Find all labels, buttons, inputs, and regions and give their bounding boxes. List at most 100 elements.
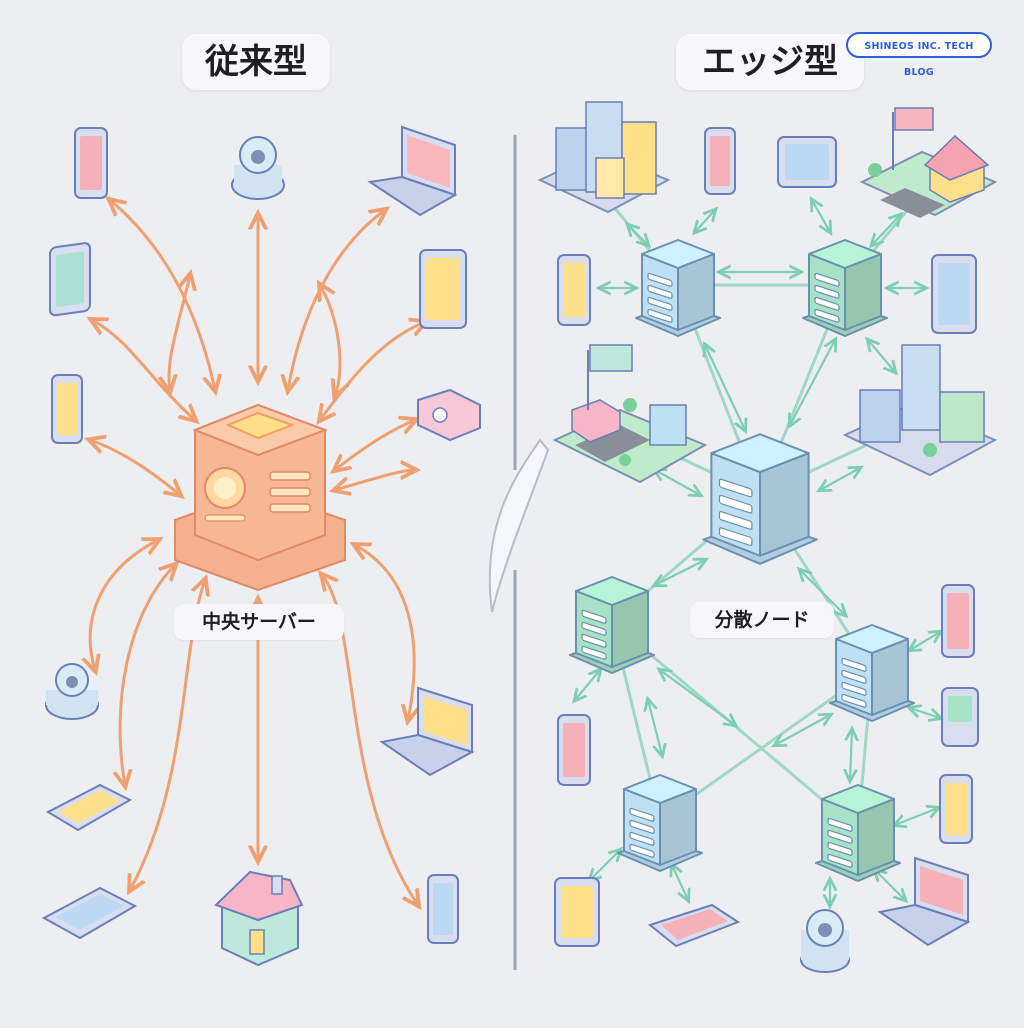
handheld-device-icon [941,687,979,747]
server-node-icon [829,624,915,722]
data-arrow [895,808,938,825]
panel-divider [488,135,550,970]
smartphone-icon [941,584,975,658]
blog-badge: SHINEOS INC. TECH BLOG [846,32,992,78]
smartphone-icon [557,254,591,326]
connection-arrow [355,545,414,720]
data-arrow [775,715,830,745]
data-arrow [820,468,860,490]
drive-slot [718,478,753,498]
city-block-icon [537,101,671,214]
laptop-icon [379,686,475,777]
data-arrow [910,708,940,718]
server-node-icon [802,239,888,337]
data-arrow [695,210,715,232]
smartphone-icon [51,374,83,444]
data-arrow [628,225,648,245]
server-node-icon [569,576,655,674]
connection-arrow [335,470,415,490]
drive-slot [814,308,840,323]
tablet-icon [931,254,977,334]
central-connection-arrows [90,200,425,905]
data-arrow [800,570,845,615]
drive-slot [647,284,673,299]
drive-slot [827,841,853,856]
security-camera-icon [231,136,285,200]
connection-arrow [288,210,385,390]
tablet-icon [647,903,741,948]
data-arrow [705,345,745,430]
data-arrow [660,670,735,725]
drive-slot [629,819,655,834]
connection-arrow [120,565,175,785]
drive-slot [814,296,840,311]
server-node-icon [702,433,818,565]
distributed-node-label: 分散ノード [690,602,834,638]
drive-slot [841,681,867,696]
drive-slot [647,272,673,287]
connection-arrow [320,285,340,395]
drive-slot [718,527,753,547]
drive-slot [718,494,753,514]
data-arrow [872,215,900,245]
smartphone-icon [939,774,973,844]
drive-slot [629,843,655,858]
tablet-icon [41,886,138,940]
server-node-icon [617,774,703,872]
drive-slot [718,511,753,530]
drive-slot [827,817,853,832]
edge-server-nodes [569,239,915,882]
drive-slot [629,807,655,822]
edge-data-arrows [575,200,940,905]
drive-slot [581,633,607,648]
drive-slot [814,272,840,287]
connection-arrow [320,322,425,420]
server-node-icon [635,239,721,337]
drive-slot [629,831,655,846]
connection-arrow [90,540,158,670]
data-arrow [575,670,600,700]
park-block-icon [552,344,708,484]
connection-arrow [90,440,180,495]
tablet-icon [554,877,600,947]
data-arrow [655,470,700,495]
smartphone-icon [557,714,591,786]
smartphone-icon [427,874,459,944]
tablet-icon [419,249,467,329]
data-arrow [868,340,895,372]
drive-slot [647,296,673,311]
city-block-icon [842,344,998,477]
data-arrow [655,560,705,585]
house-icon [214,870,304,967]
smartphone-icon [704,127,736,195]
tablet-icon [49,242,91,317]
tablet-icon [45,783,133,832]
laptop-icon [877,856,971,947]
connection-arrow [169,275,190,390]
data-arrow [590,850,620,880]
central-server-label: 中央サーバー [174,604,344,640]
suburb-block-icon [859,107,998,218]
data-arrow [875,870,905,900]
drive-slot [581,609,607,624]
drive-slot [841,693,867,708]
projector-icon [417,388,481,442]
tablet-icon [777,136,837,188]
data-arrow [672,865,688,900]
security-camera-icon [45,663,99,720]
server-node-icon [815,784,901,882]
laptop-icon [367,125,458,217]
drive-slot [581,621,607,636]
data-arrow [812,200,830,232]
right-panel-title: エッジ型 [676,34,864,90]
drive-slot [827,829,853,844]
data-arrow [790,340,835,425]
drive-slot [841,669,867,684]
data-arrow [910,632,940,650]
central-server-icon [174,403,346,592]
drive-slot [841,657,867,672]
drive-slot [814,284,840,299]
connection-arrow [92,320,195,420]
